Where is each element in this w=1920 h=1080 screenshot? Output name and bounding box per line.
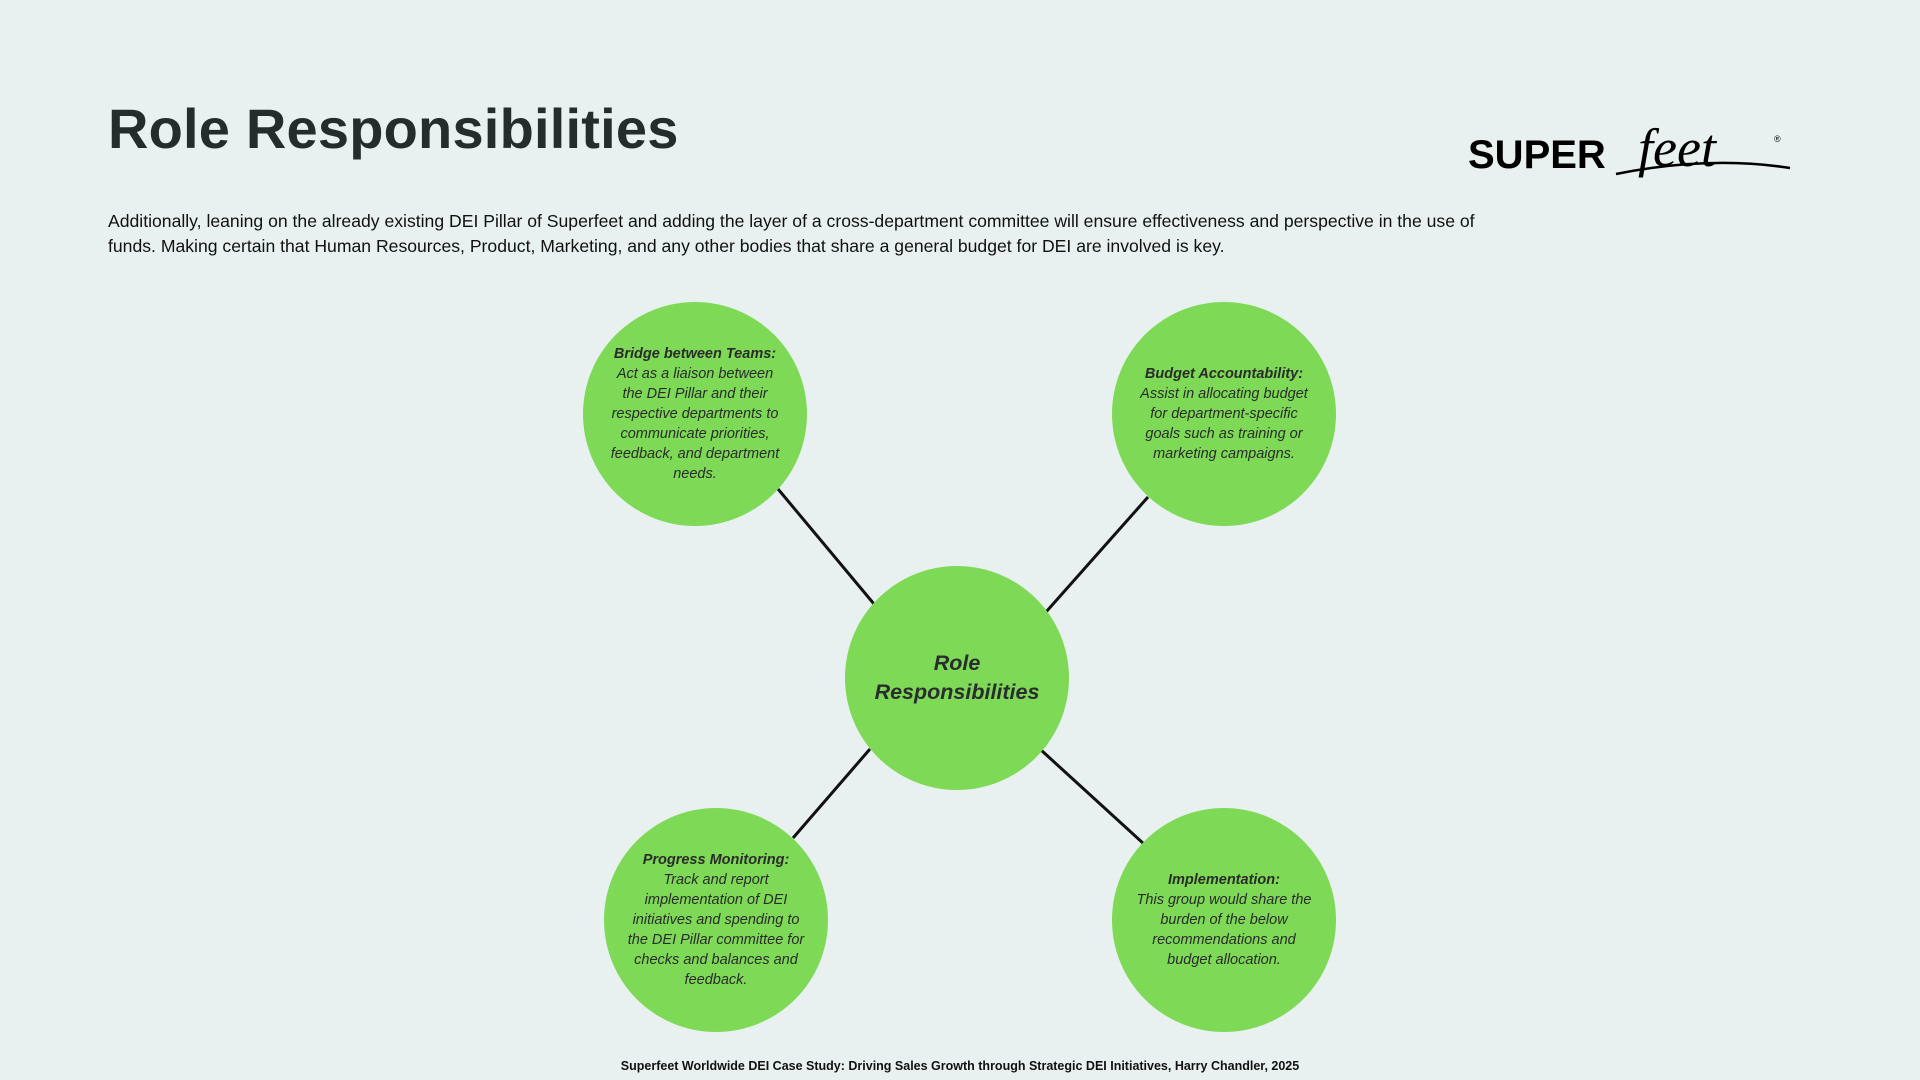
node-title: Progress Monitoring: [642, 852, 790, 868]
node-body: Assist in allocating budget for departme… [1140, 386, 1308, 462]
node-text: Progress Monitoring: Track and report im… [626, 850, 806, 990]
connector-top-left [776, 488, 876, 605]
node-body: Act as a liaison between the DEI Pillar … [610, 366, 780, 482]
node-center-role-responsibilities: Role Responsibilities [845, 566, 1069, 790]
connector-top-right [1044, 496, 1150, 613]
node-implementation: Implementation: This group would share t… [1112, 808, 1336, 1032]
superfeet-logo: SUPER feet ® [1466, 118, 1796, 188]
node-progress-monitoring: Progress Monitoring: Track and report im… [604, 808, 828, 1032]
node-body: Track and report implementation of DEI i… [627, 872, 805, 988]
footer-citation: Superfeet Worldwide DEI Case Study: Driv… [620, 1059, 1300, 1073]
intro-paragraph: Additionally, leaning on the already exi… [108, 211, 1475, 256]
connector-bottom-right [1039, 748, 1146, 846]
logo-super-text: SUPER [1468, 133, 1606, 177]
node-text: Implementation: This group would share t… [1134, 870, 1314, 970]
node-title: Implementation: [1168, 872, 1280, 888]
node-title: Budget Accountability: [1144, 366, 1304, 382]
logo-swoosh [1615, 161, 1791, 176]
node-bridge-between-teams: Bridge between Teams: Act as a liaison b… [583, 302, 807, 526]
logo-registered-mark: ® [1774, 134, 1781, 144]
node-body: This group would share the burden of the… [1136, 892, 1312, 968]
superfeet-logo-mark: SUPER feet ® [1468, 118, 1791, 178]
center-label: Role Responsibilities [874, 651, 1040, 704]
node-title: Bridge between Teams: [613, 346, 777, 362]
page-title: Role Responsibilities [108, 97, 679, 160]
node-text: Budget Accountability: Assist in allocat… [1134, 364, 1314, 464]
node-budget-accountability: Budget Accountability: Assist in allocat… [1112, 302, 1336, 526]
node-text: Bridge between Teams: Act as a liaison b… [605, 344, 785, 484]
connector-bottom-left [791, 748, 872, 839]
